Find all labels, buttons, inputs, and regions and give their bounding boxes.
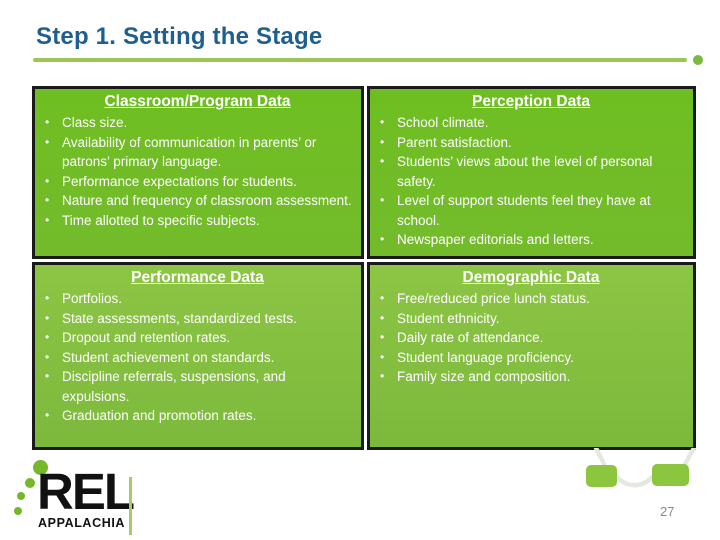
bullet-item: Availability of communication in parents… [40,133,355,172]
data-sources-table: Classroom/Program Data Class size.Availa… [32,86,696,450]
title-underline [33,58,687,62]
page-number: 27 [660,504,675,519]
bullet-item: Class size. [40,113,355,133]
bullet-item: Time allotted to specific subjects. [40,211,355,231]
logo-divider [129,477,132,535]
bullet-item: Student language proficiency. [375,348,687,368]
logo-dot-icon [33,460,48,475]
bullet-item: Parent satisfaction. [375,133,687,153]
bullet-item: Daily rate of attendance. [375,328,687,348]
bullet-list: Portfolios.State assessments, standardiz… [40,289,355,426]
network-decoration-icon [586,448,697,488]
bullet-list: Class size.Availability of communication… [40,113,355,230]
bullet-item: Discipline referrals, suspensions, and e… [40,367,355,406]
logo-dot-icon [14,507,22,515]
bullet-item: School climate. [375,113,687,133]
page-title: Step 1. Setting the Stage [36,23,323,50]
bullet-item: Portfolios. [40,289,355,309]
bullet-list: School climate.Parent satisfaction.Stude… [375,113,687,250]
quadrant-heading: Performance Data [131,269,264,286]
bullet-item: Graduation and promotion rates. [40,406,355,426]
logo-dot-icon [25,478,35,488]
bullet-item: Family size and composition. [375,367,687,387]
bullet-item: Performance expectations for students. [40,172,355,192]
rel-appalachia-logo: REL APPALACHIA [0,452,180,540]
bullet-item: Nature and frequency of classroom assess… [40,191,355,211]
bullet-item: State assessments, standardized tests. [40,309,355,329]
quadrant-demographic-data: Demographic Data Free/reduced price lunc… [367,262,696,450]
bullet-item: Student ethnicity. [375,309,687,329]
quadrant-performance-data: Performance Data Portfolios.State assess… [32,262,364,450]
title-underline-dot-icon [693,55,703,65]
quadrant-perception-data: Perception Data School climate.Parent sa… [367,86,696,259]
bullet-item: Students’ views about the level of perso… [375,152,687,191]
bullet-item: Level of support students feel they have… [375,191,687,230]
logo-subtext: APPALACHIA [38,516,126,530]
logo-dot-icon [17,492,25,500]
bullet-item: Free/reduced price lunch status. [375,289,687,309]
bullet-item: Dropout and retention rates. [40,328,355,348]
quadrant-heading: Demographic Data [462,269,600,286]
logo-text: REL [37,463,135,520]
bullet-item: Student achievement on standards. [40,348,355,368]
bullet-item: Newspaper editorials and letters. [375,230,687,250]
bullet-list: Free/reduced price lunch status.Student … [375,289,687,387]
quadrant-classroom-program-data: Classroom/Program Data Class size.Availa… [32,86,364,259]
quadrant-heading: Classroom/Program Data [104,93,291,110]
quadrant-heading: Perception Data [471,93,590,110]
